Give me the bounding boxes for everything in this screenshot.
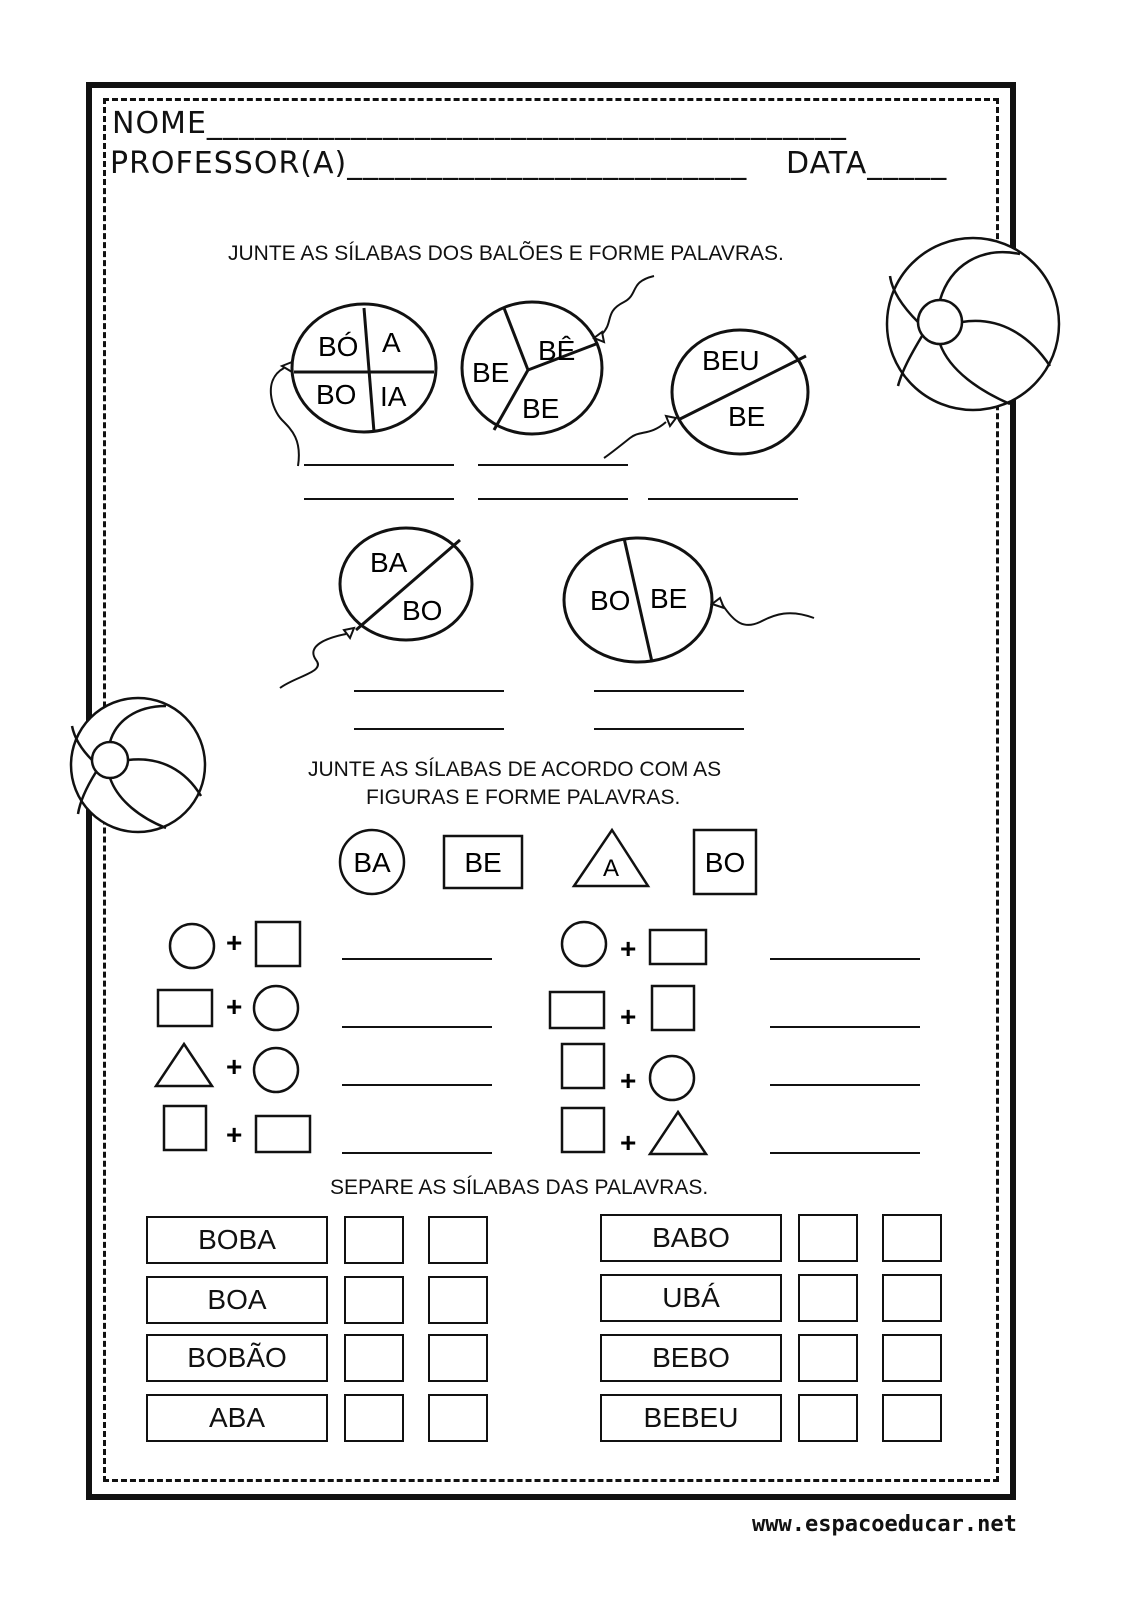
shape-key: BA BE A BO [338, 827, 758, 896]
balloon-1: BÓ A BO IA [269, 302, 438, 467]
balloon-5: BO BE [562, 536, 815, 664]
syllable-box[interactable] [798, 1214, 858, 1262]
syllable-box[interactable] [882, 1214, 942, 1262]
section1-title: JUNTE AS SÍLABAS DOS BALÕES E FORME PALA… [228, 242, 784, 265]
answer-line[interactable] [342, 958, 492, 960]
answer-line[interactable] [342, 1026, 492, 1028]
balloon-4-syllable: BA [370, 547, 408, 578]
syllable-box[interactable] [798, 1274, 858, 1322]
key-circle-label: BA [353, 847, 391, 878]
section2-title-line1: JUNTE AS SÍLABAS DE ACORDO COM AS [308, 758, 722, 781]
word-box: BEBO [600, 1334, 782, 1382]
balloon-4-syllable: BO [402, 595, 442, 626]
answer-line[interactable] [342, 1084, 492, 1086]
answer-line[interactable] [770, 1084, 920, 1086]
plus-sign: + [620, 1065, 636, 1096]
balloon-3-syllable: BEU [702, 345, 760, 376]
word-box: BOBÃO [146, 1334, 328, 1382]
balloon-3-syllable: BE [728, 401, 765, 432]
balloon-2: BÊ BE BE [460, 275, 655, 436]
answer-line[interactable] [354, 728, 504, 730]
name-label: NOME [112, 106, 207, 141]
answer-line[interactable] [770, 1026, 920, 1028]
word-box: BOA [146, 1276, 328, 1324]
balloon-5-syllable: BE [650, 583, 687, 614]
syllable-box[interactable] [428, 1276, 488, 1324]
syllable-box[interactable] [344, 1334, 404, 1382]
syllable-box[interactable] [428, 1334, 488, 1382]
syllable-box[interactable] [882, 1334, 942, 1382]
balloon-2-syllable: BE [472, 357, 509, 388]
plus-sign: + [226, 1051, 242, 1082]
date-field[interactable]: DATA_____ [786, 146, 947, 181]
word-box: BEBEU [600, 1394, 782, 1442]
answer-line[interactable] [648, 498, 798, 500]
answer-line[interactable] [354, 690, 504, 692]
answer-line[interactable] [478, 464, 628, 466]
balloon-3: BEU BE [603, 328, 810, 459]
key-square-label: BO [705, 847, 745, 878]
answer-line[interactable] [342, 1152, 492, 1154]
balloon-5-syllable: BO [590, 585, 630, 616]
name-line: ________________________________________ [206, 106, 847, 141]
plus-sign: + [620, 1001, 636, 1032]
plus-sign: + [226, 927, 242, 958]
balloon-2-syllable: BE [522, 393, 559, 424]
syllable-box[interactable] [882, 1394, 942, 1442]
word-box: BABO [600, 1214, 782, 1262]
shape-equations: + + + + + + + + [153, 920, 709, 1158]
answer-line[interactable] [770, 1152, 920, 1154]
plus-sign: + [620, 1127, 636, 1158]
syllable-box[interactable] [882, 1274, 942, 1322]
syllable-box[interactable] [798, 1394, 858, 1442]
word-box: ABA [146, 1394, 328, 1442]
section2-title-line2: FIGURAS E FORME PALAVRAS. [366, 786, 681, 809]
balloon-2-syllable: BÊ [538, 335, 575, 366]
teacher-field[interactable]: PROFESSOR(A)_________________________ [110, 146, 747, 181]
name-field[interactable]: NOME____________________________________… [112, 106, 847, 141]
date-label: DATA [786, 146, 868, 181]
answer-line[interactable] [770, 958, 920, 960]
answer-line[interactable] [594, 690, 744, 692]
balloon-1-syllable: IA [380, 381, 407, 412]
section3-title: SEPARE AS SÍLABAS DAS PALAVRAS. [330, 1176, 709, 1199]
syllable-box[interactable] [798, 1334, 858, 1382]
key-rect-label: BE [464, 847, 501, 878]
syllable-box[interactable] [344, 1216, 404, 1264]
beach-ball-icon [69, 696, 207, 834]
answer-line[interactable] [594, 728, 744, 730]
plus-sign: + [620, 933, 636, 964]
balloon-1-syllable: BÓ [318, 331, 358, 362]
beach-ball-icon [885, 236, 1061, 412]
balloon-1-syllable: A [382, 327, 401, 358]
syllable-box[interactable] [344, 1276, 404, 1324]
website-link[interactable]: www.espacoeducar.net [752, 1512, 1017, 1537]
word-box: BOBA [146, 1216, 328, 1264]
answer-line[interactable] [304, 464, 454, 466]
answer-line[interactable] [478, 498, 628, 500]
balloon-4: BA BO [279, 526, 474, 689]
date-line: _____ [867, 146, 948, 181]
teacher-label: PROFESSOR(A) [110, 146, 348, 181]
syllable-box[interactable] [344, 1394, 404, 1442]
syllable-box[interactable] [428, 1216, 488, 1264]
key-triangle-label: A [603, 855, 619, 882]
teacher-line: _________________________ [347, 146, 748, 181]
plus-sign: + [226, 1119, 242, 1150]
syllable-box[interactable] [428, 1394, 488, 1442]
plus-sign: + [226, 991, 242, 1022]
answer-line[interactable] [304, 498, 454, 500]
word-box: UBÁ [600, 1274, 782, 1322]
balloon-1-syllable: BO [316, 379, 356, 410]
